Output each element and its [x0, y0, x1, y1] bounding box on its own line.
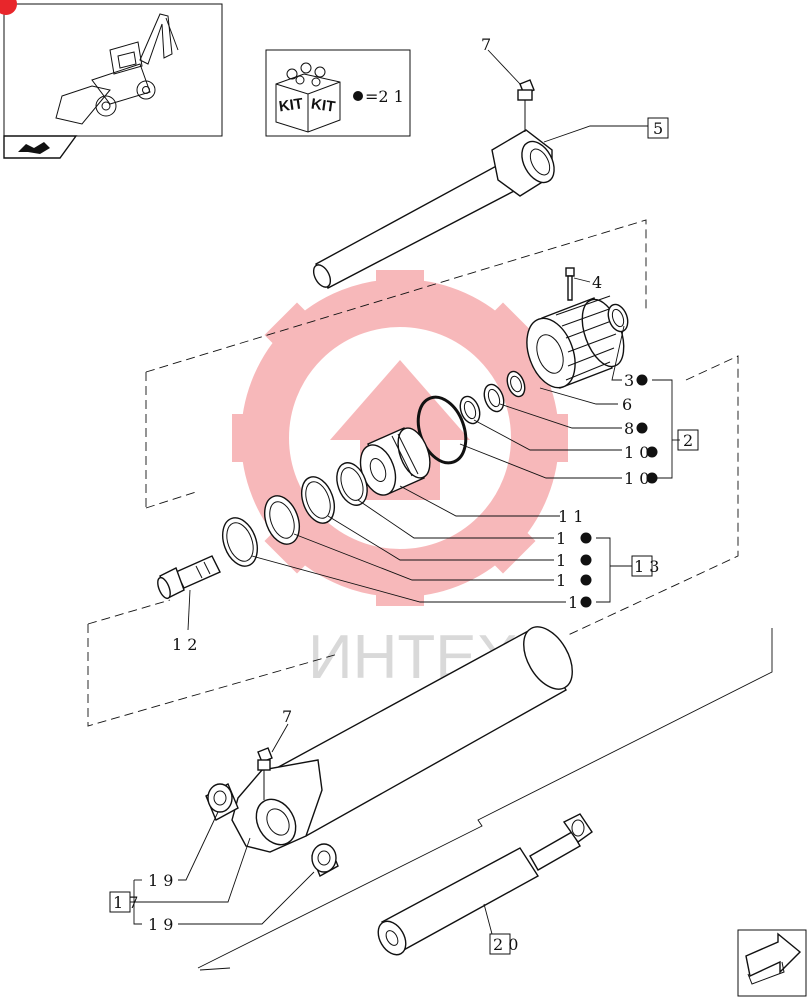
callout-11-e: 1 — [568, 593, 578, 612]
kit-label-left: KIT — [278, 95, 304, 115]
complete-cylinder — [377, 813, 593, 956]
seal-ring-8 — [483, 383, 505, 413]
kit-dot-icon — [580, 574, 592, 586]
callout-11-c: 1 — [556, 551, 566, 570]
kit-dot-icon — [646, 472, 658, 484]
kit-legend-text: =2 1 — [365, 87, 404, 106]
bolt — [157, 555, 221, 600]
bushing-lower — [311, 843, 339, 877]
kit-dot-icon — [636, 374, 648, 386]
cylinder-barrel — [231, 626, 573, 853]
callout-3: 3 — [624, 371, 634, 390]
cylinder-head — [526, 295, 625, 389]
kit-dot-icon — [580, 596, 592, 608]
assembly-outline — [87, 219, 739, 727]
badge-dot — [0, 0, 17, 15]
backhoe-loader-icon — [55, 13, 179, 125]
callout-10-a: 1 0 — [624, 443, 649, 462]
grease-nipple-lower — [257, 747, 273, 800]
callout-20: 2 0 — [493, 935, 518, 954]
set-screw — [565, 267, 575, 301]
bushing-upper — [205, 783, 239, 821]
kit-dot-icon — [580, 532, 592, 544]
kit-legend: KIT KIT =2 1 — [265, 49, 411, 137]
piston — [359, 427, 431, 496]
kit-dot-icon — [353, 91, 363, 101]
seal-ring-10a — [459, 395, 481, 425]
seal-ring-11d — [264, 495, 300, 545]
callout-12: 1 2 — [172, 635, 197, 654]
callout-19-b: 1 9 — [148, 915, 173, 934]
kit-dot-icon — [646, 446, 658, 458]
kit-dot-icon — [636, 422, 648, 434]
callout-5: 5 — [653, 119, 663, 138]
machine-thumbnail — [0, 0, 223, 159]
callout-7-top: 7 — [481, 35, 491, 54]
next-page-button[interactable] — [737, 929, 807, 997]
callout-6: 6 — [622, 395, 632, 414]
callout-7-lower: 7 — [282, 707, 292, 726]
callout-boxes — [109, 117, 699, 955]
leader-lines — [130, 49, 680, 935]
seal-ring-11c — [300, 476, 336, 524]
kit-box-icon — [275, 62, 341, 133]
seal-ring-6 — [506, 370, 526, 398]
callout-11-b: 1 — [556, 529, 566, 548]
grease-nipple — [517, 79, 535, 132]
piston-rod — [312, 129, 555, 289]
kit-label-right: KIT — [310, 96, 336, 116]
seal-ring-11e — [222, 517, 258, 567]
callout-13: 1 3 — [634, 557, 659, 576]
seal-ring-11b — [336, 462, 368, 506]
callout-11-a: 1 1 — [558, 507, 583, 526]
callout-17: 1 7 — [113, 893, 138, 912]
callout-11-d: 1 — [556, 571, 566, 590]
callout-2: 2 — [683, 431, 693, 450]
kit-dot-icon — [580, 554, 592, 566]
kit-dots — [580, 374, 658, 608]
callout-8: 8 — [624, 419, 634, 438]
next-arrow-icon — [745, 932, 802, 978]
callout-4: 4 — [592, 273, 602, 292]
callout-10-b: 1 0 — [624, 469, 649, 488]
arrow-icon — [18, 142, 50, 154]
callout-19-a: 1 9 — [148, 871, 173, 890]
